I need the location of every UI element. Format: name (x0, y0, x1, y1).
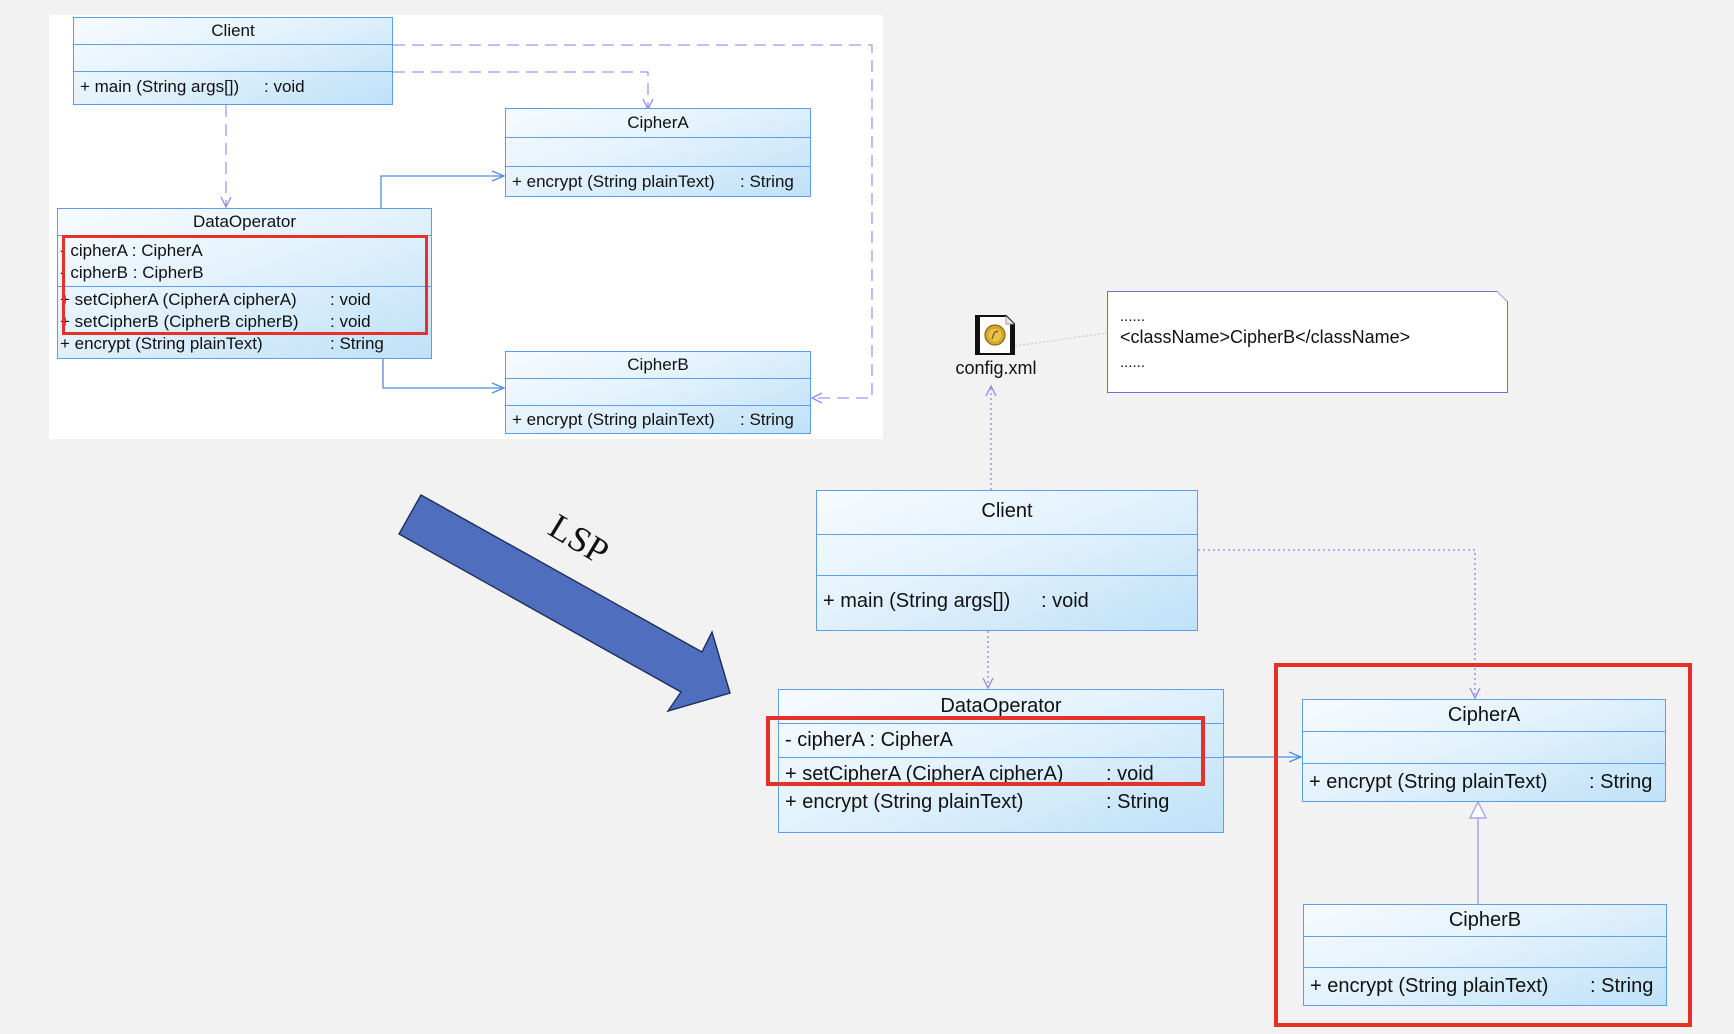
note-line: ...... (1120, 308, 1146, 325)
class-name: Client (817, 491, 1197, 535)
after-class-dataoperator[interactable]: DataOperator - cipherA : CipherA + setCi… (778, 689, 1224, 833)
config-note: ...... <className>CipherB</className> ..… (1107, 290, 1509, 393)
after-dependency-client-ciphera (1198, 549, 1475, 698)
lsp-transform-arrow (398, 494, 731, 713)
method-signature: + encrypt (String plainText) (512, 172, 715, 191)
config-file-label: config.xml (955, 358, 1037, 378)
attributes-compartment (506, 138, 810, 167)
method-signature: + encrypt (String plainText) (785, 791, 1024, 813)
attributes-compartment (779, 724, 1223, 758)
before-dependency-client-cipherb (393, 44, 873, 398)
method-return: : String (1590, 975, 1654, 997)
before-class-ciphera[interactable]: CipherA + encrypt (String plainText) : S… (505, 108, 811, 197)
method-signature: + setCipherA (CipherA cipherA) (60, 290, 297, 309)
class-name: CipherA (506, 109, 810, 138)
method-return: : void (330, 290, 371, 309)
after-note-attachment (1014, 332, 1108, 347)
method-return: : void (1106, 763, 1154, 785)
attributes-compartment (1303, 732, 1665, 764)
xml-file-icon (975, 315, 1015, 355)
method-return: : String (330, 334, 384, 353)
method-signature: + encrypt (String plainText) (512, 410, 715, 429)
attribute-row: - cipherB : CipherB (60, 263, 204, 282)
method-signature: + main (String args[]) (823, 590, 1011, 612)
method-return: : void (330, 312, 371, 331)
attributes-compartment (58, 236, 431, 287)
class-name: CipherA (1303, 700, 1665, 732)
method-signature: + encrypt (String plainText) (1309, 771, 1548, 793)
method-return: : void (1041, 590, 1089, 612)
note-line: <className>CipherB</className> (1120, 327, 1411, 347)
attributes-compartment (1304, 937, 1666, 968)
after-class-ciphera[interactable]: CipherA + encrypt (String plainText) : S… (1302, 699, 1666, 802)
attribute-row: - cipherA : CipherA (60, 241, 203, 260)
before-association-dataoperator-cipherb (382, 359, 504, 388)
method-signature: + encrypt (String plainText) (1310, 975, 1549, 997)
note-fold-corner (1497, 290, 1509, 302)
method-signature: + encrypt (String plainText) (60, 334, 263, 353)
before-highlight-box (62, 235, 428, 335)
generalization-triangle-icon (1468, 800, 1488, 819)
class-name: DataOperator (58, 209, 431, 236)
method-signature: + main (String args[]) (80, 77, 240, 96)
method-return: : String (1589, 771, 1653, 793)
method-signature: + setCipherA (CipherA cipherA) (785, 763, 1064, 785)
class-name: DataOperator (779, 690, 1223, 724)
method-return: : void (264, 77, 305, 96)
before-dependency-client-ciphera (393, 71, 648, 109)
after-class-client[interactable]: Client + main (String args[]) : void (816, 490, 1198, 631)
class-name: CipherB (506, 352, 810, 379)
after-class-cipherb[interactable]: CipherB + encrypt (String plainText) : S… (1303, 904, 1667, 1006)
attributes-compartment (506, 379, 810, 406)
method-return: : String (1106, 791, 1170, 813)
before-association-dataoperator-ciphera (380, 176, 504, 208)
after-cipher-hierarchy-highlight-box (1274, 663, 1692, 1027)
note-line: ...... (1120, 354, 1146, 371)
class-name: CipherB (1304, 905, 1666, 937)
before-class-cipherb[interactable]: CipherB + encrypt (String plainText) : S… (505, 351, 811, 434)
method-return: : String (740, 410, 794, 429)
before-class-client[interactable]: Client + main (String args[]) : void (73, 17, 393, 105)
class-name: Client (74, 18, 392, 45)
method-return: : String (740, 172, 794, 191)
after-dataoperator-highlight-box (766, 716, 1205, 786)
attributes-compartment (817, 535, 1197, 576)
method-signature: + setCipherB (CipherB cipherB) (60, 312, 299, 331)
attributes-compartment (74, 45, 392, 72)
attribute-row: - cipherA : CipherA (785, 729, 953, 751)
